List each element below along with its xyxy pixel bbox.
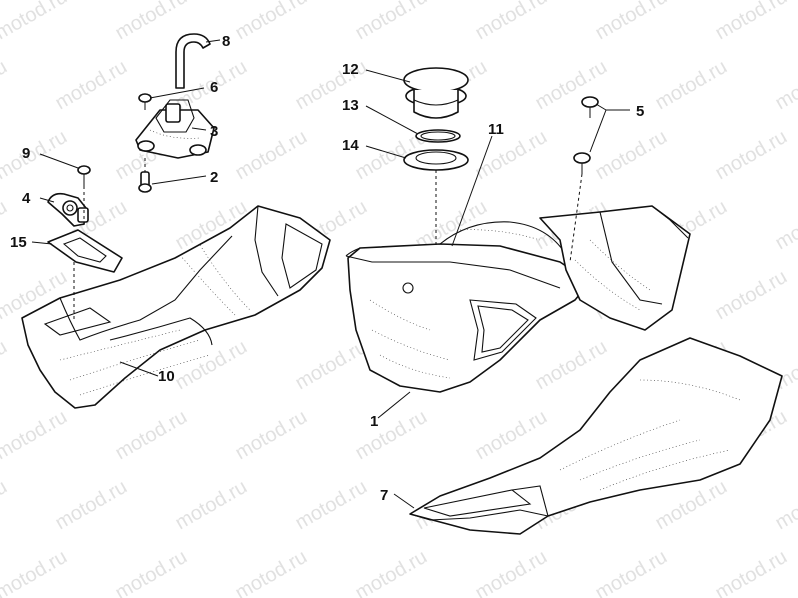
- callout-10: 10: [158, 368, 175, 385]
- callout-3: 3: [210, 123, 218, 140]
- watermark-text: motod.ru: [352, 546, 431, 598]
- watermark-text: motod.ru: [0, 476, 11, 535]
- part-12-cap: [403, 67, 469, 119]
- watermark-text: motod.ru: [472, 406, 551, 465]
- watermark-text: motod.ru: [0, 56, 11, 115]
- watermark-text: motod.ru: [292, 56, 371, 115]
- part-1-air-box: [345, 221, 591, 393]
- watermark-text: motod.ru: [772, 56, 798, 115]
- callout-13: 13: [342, 97, 359, 114]
- callout-8: 8: [222, 33, 230, 50]
- part-8-hose: [175, 33, 211, 89]
- watermark-text: motod.ru: [592, 0, 671, 44]
- watermark-text: motod.ru: [772, 476, 798, 535]
- callout-5: 5: [636, 103, 644, 120]
- part-5-fasteners: [573, 96, 599, 174]
- callout-15: 15: [10, 234, 27, 251]
- callout-1: 1: [370, 413, 378, 430]
- watermark-text: motod.ru: [712, 126, 791, 185]
- part-11-intake-tube: [539, 205, 691, 331]
- part-4-clamp-bracket: [47, 192, 89, 227]
- alignment-lines: [73, 158, 583, 320]
- watermark-text: motod.ru: [592, 546, 671, 598]
- callout-12: 12: [342, 61, 359, 78]
- part-14-seal-ring: [403, 149, 469, 171]
- part-6-screw: [138, 93, 152, 110]
- part-7-snorkel-boot: [409, 337, 783, 535]
- watermark-text: motod.ru: [52, 56, 131, 115]
- callout-6: 6: [210, 79, 218, 96]
- watermark-text: motod.ru: [472, 0, 551, 44]
- part-2-bolt: [138, 171, 152, 193]
- watermark-text: motod.ru: [172, 336, 251, 395]
- part-9-screw: [77, 165, 91, 186]
- watermark-text: motod.ru: [292, 336, 371, 395]
- part-15-gasket: [47, 229, 123, 273]
- leader-lines: [31, 39, 607, 509]
- watermark-text: motod.ru: [652, 56, 731, 115]
- watermark-text: motod.ru: [472, 126, 551, 185]
- watermark-text: motod.ru: [232, 406, 311, 465]
- callout-7: 7: [380, 487, 388, 504]
- callout-labels: 1 2 3 4 5 6 7 8 9 10 11 12 13 14 15: [10, 33, 644, 504]
- watermark-text: motod.ru: [0, 0, 71, 44]
- callout-2: 2: [210, 169, 218, 186]
- watermark-text: motod.ru: [232, 546, 311, 598]
- callout-9: 9: [22, 145, 30, 162]
- part-10-left-intake-duct: [21, 205, 331, 409]
- watermark-text: motod.ru: [112, 406, 191, 465]
- watermark-text: motod.ru: [0, 126, 71, 185]
- watermark-text: motod.ru: [112, 0, 191, 44]
- watermark-text: motod.ru: [712, 266, 791, 325]
- watermark-text: motod.ru: [0, 406, 71, 465]
- watermark-text: motod.ru: [532, 336, 611, 395]
- watermark-text: motod.ru: [712, 0, 791, 44]
- watermark-text: motod.ru: [232, 126, 311, 185]
- callout-4: 4: [22, 190, 31, 207]
- watermark-text: motod.ru: [712, 546, 791, 598]
- part-13-o-ring: [415, 129, 461, 143]
- watermark-text: motod.ru: [292, 476, 371, 535]
- watermark-text: motod.ru: [352, 406, 431, 465]
- part-3-mounting-bracket: [135, 99, 215, 159]
- watermark-text: motod.ru: [52, 476, 131, 535]
- callout-11: 11: [488, 121, 504, 138]
- watermark-text: motod.ru: [352, 0, 431, 44]
- watermark-text: motod.ru: [172, 476, 251, 535]
- callout-14: 14: [342, 137, 359, 154]
- watermark-text: motod.ru: [0, 336, 11, 395]
- watermark-text: motod.ru: [772, 196, 798, 255]
- watermark-text: motod.ru: [232, 0, 311, 44]
- watermark-text: motod.ru: [472, 546, 551, 598]
- watermark-text: motod.ru: [592, 126, 671, 185]
- watermark-text: motod.ru: [112, 546, 191, 598]
- watermark-text: motod.ru: [0, 546, 71, 598]
